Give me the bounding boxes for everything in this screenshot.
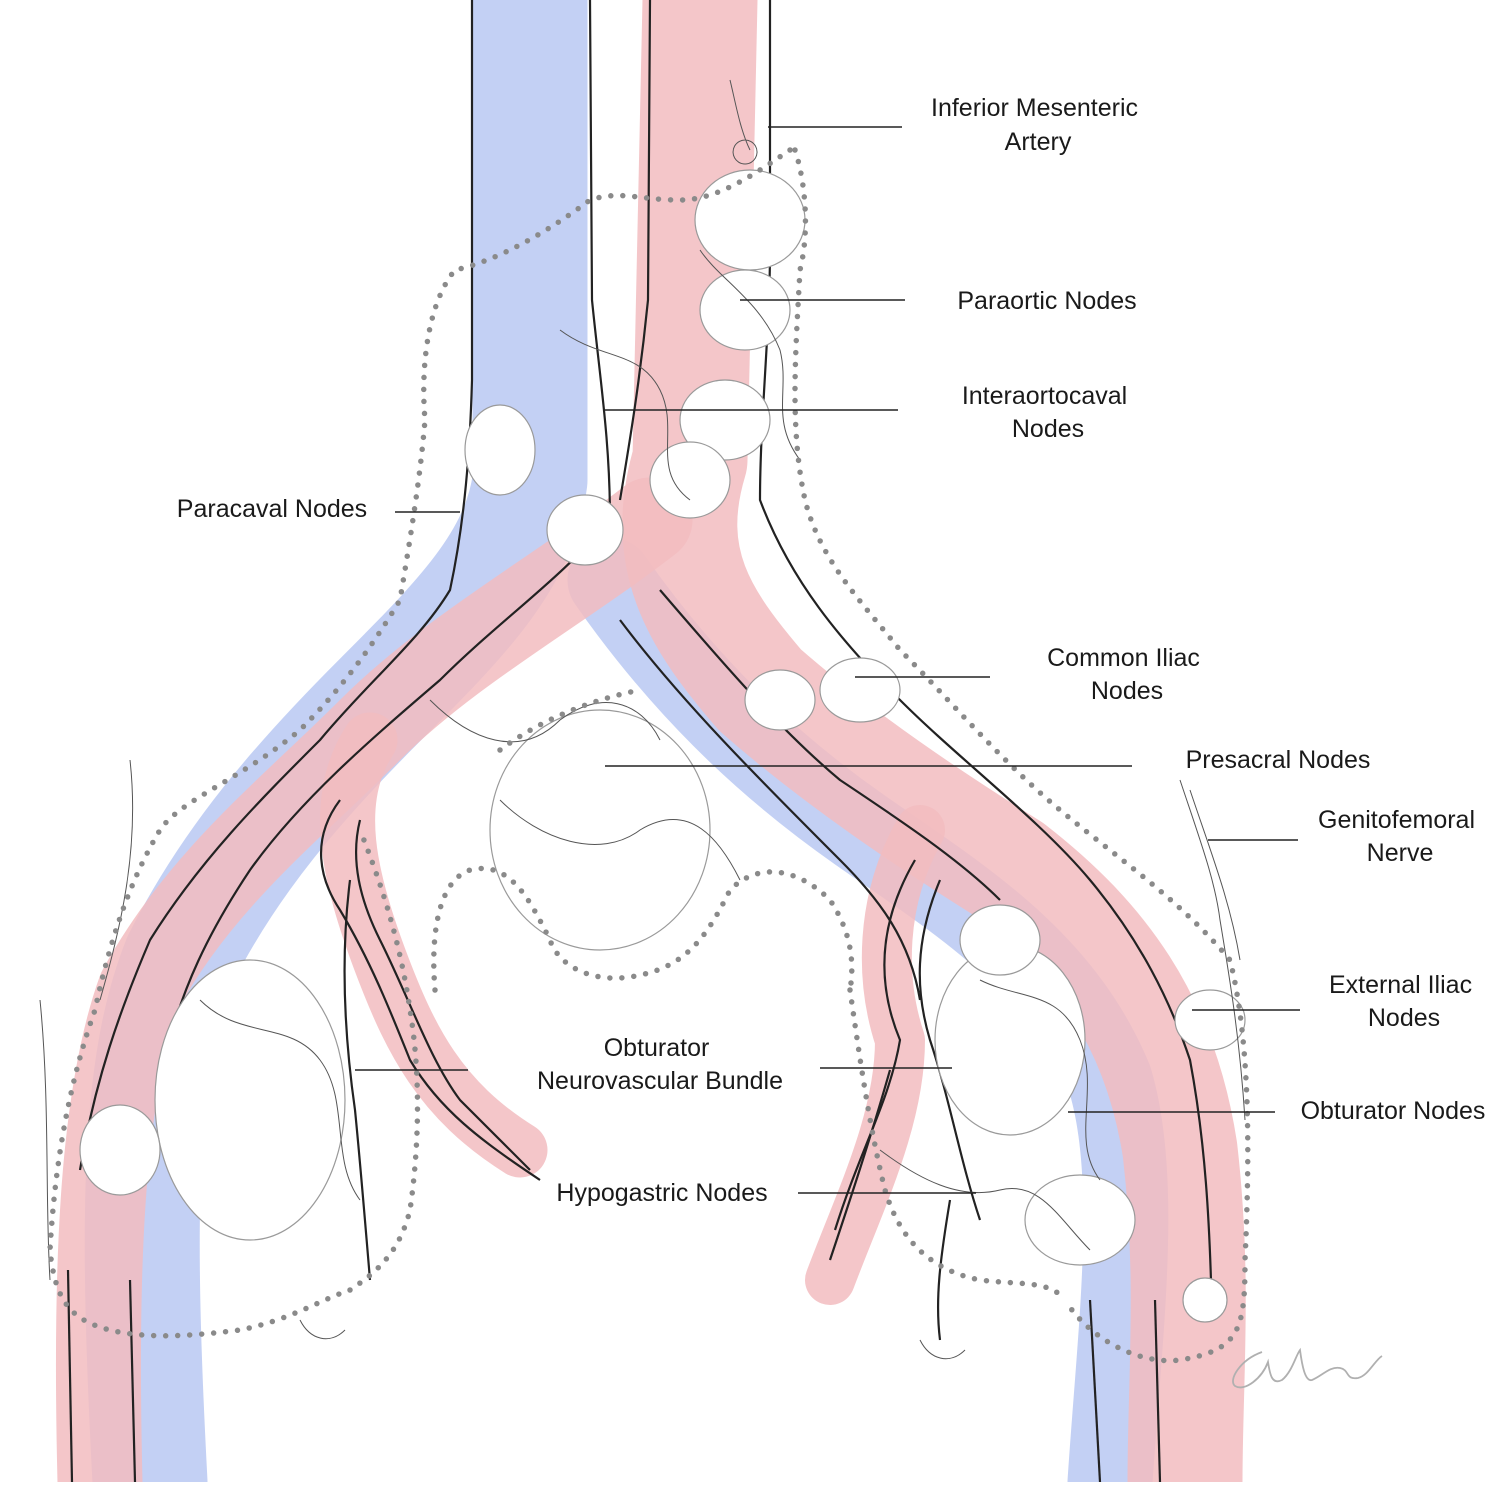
label-inferior-mesenteric-artery: Inferior Mesenteric Artery: [931, 94, 1145, 156]
label-obturator-neurovascular-bundle: Obturator Neurovascular Bundle: [537, 1034, 783, 1095]
left-pelvic-boundary: [347, 827, 421, 1293]
label-genitofemoral-nerve: Genitofemoral Nerve: [1318, 806, 1482, 867]
presacral-boundary: [431, 865, 855, 993]
label-hypogastric-nodes: Hypogastric Nodes: [556, 1179, 767, 1207]
label-paracaval-nodes: Paracaval Nodes: [177, 495, 367, 523]
dissection-boundaries: [47, 147, 1251, 1364]
labels: Inferior Mesenteric Artery Paraortic Nod…: [177, 94, 1486, 1207]
label-presacral-nodes: Presacral Nodes: [1186, 746, 1371, 774]
label-external-iliac-nodes: External Iliac Nodes: [1329, 971, 1479, 1032]
vessel-outlines: [66, 0, 1214, 1483]
label-paraortic-nodes: Paraortic Nodes: [957, 287, 1136, 315]
connective-tissue-texture: [39, 79, 1246, 1360]
aorta: [622, 0, 1246, 1487]
lymph-nodes: [79, 169, 1246, 1323]
artist-signature: [1232, 1347, 1383, 1389]
left-internal-iliac-artery: [320, 712, 548, 1178]
leader-lines: [355, 126, 1300, 1194]
label-obturator-nodes: Obturator Nodes: [1301, 1097, 1486, 1125]
left-boundary: [47, 147, 793, 1339]
label-interaortocaval-nodes: Interaortocaval Nodes: [962, 382, 1134, 443]
upper-boundary: [792, 147, 1251, 1364]
label-common-iliac-nodes: Common Iliac Nodes: [1047, 644, 1207, 705]
